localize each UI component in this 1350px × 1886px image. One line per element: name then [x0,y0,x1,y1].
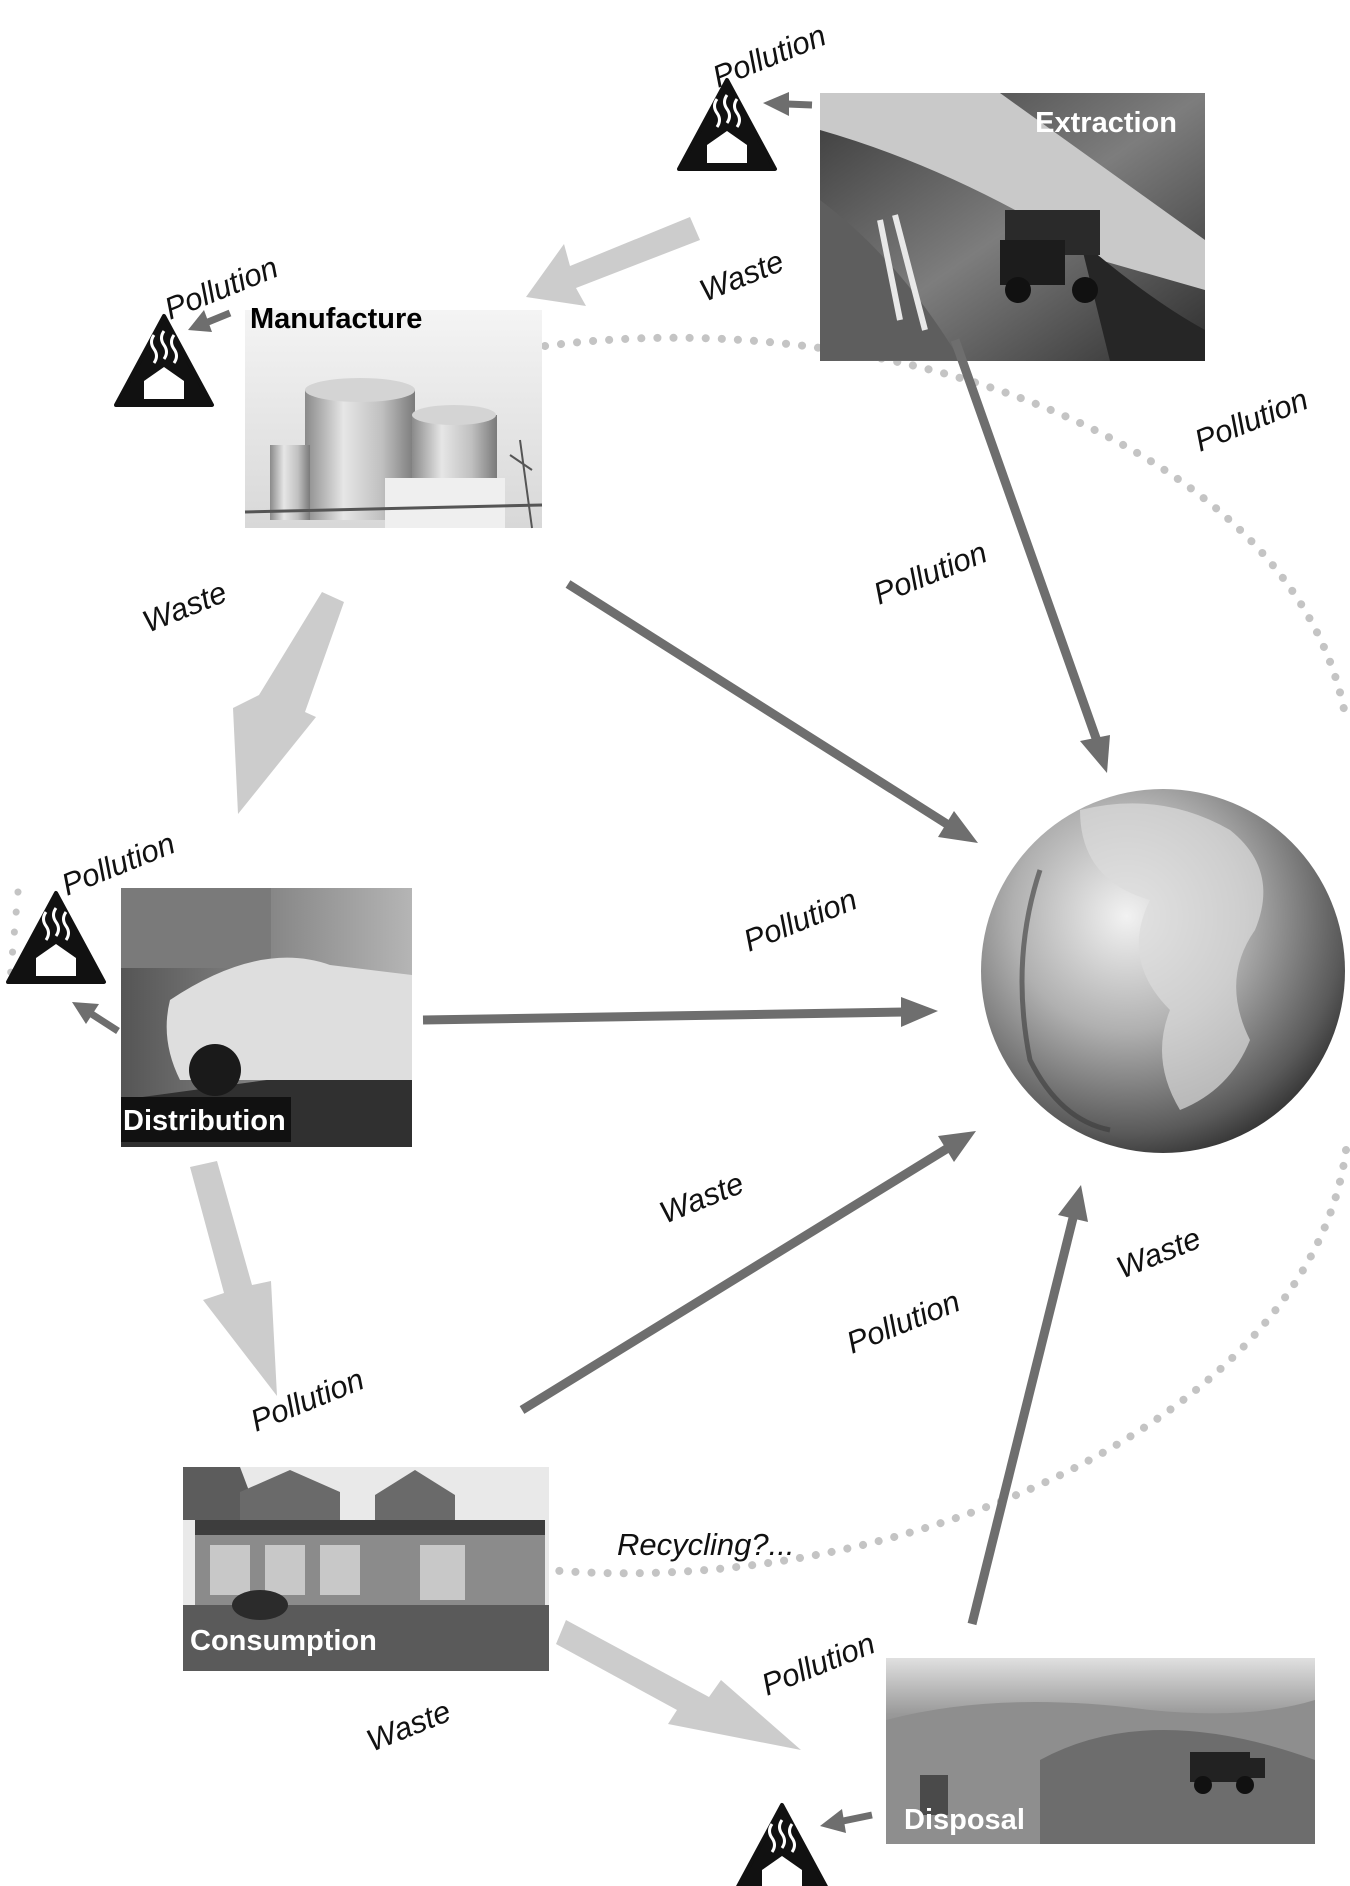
impact-arrow [565,580,978,843]
pollution-label: Pollution [757,1625,880,1702]
dump-truck-icon [1190,1752,1265,1794]
pollution-arrow [188,309,232,332]
waste-label: Waste [1112,1220,1206,1285]
waste-label: Waste [655,1165,749,1230]
distribution-title: Distribution [123,1105,286,1137]
pollution-arrow [72,1002,120,1034]
pollution-label: Pollution [708,17,831,94]
pollution-label: Pollution [1190,381,1313,458]
waste-label: Waste [695,243,789,308]
pollution-label: Pollution [842,1283,965,1360]
extraction-title: Extraction [1035,107,1177,139]
hazard-sign-icon [114,314,214,407]
flow-arrow [556,1620,801,1750]
flow-arrow [526,217,700,306]
consumption-photo: Consumption [183,1467,549,1671]
hazard-sign-icon [677,78,777,171]
hazard-sign-icon [6,891,106,984]
recycling-loop [544,1146,1350,1578]
extraction-photo: Extraction [820,93,1205,361]
manufacture-title: Manufacture [250,303,422,335]
car-icon [166,957,412,1096]
impact-arrow [422,997,938,1027]
earth-globe [981,789,1345,1153]
hazard-sign-icon [736,1803,828,1886]
waste-label: Waste [362,1693,456,1758]
pollution-arrow [820,1809,873,1833]
pollution-label: Pollution [739,881,862,958]
recycling-label: Recycling?... [617,1527,794,1562]
flow-arrow [233,592,344,814]
impact-arrow [967,1185,1088,1626]
dump-truck-icon [1000,210,1100,303]
flow-arrow [190,1161,277,1396]
distribution-photo: Distribution [121,888,412,1147]
pollution-label: Pollution [869,534,992,611]
manufacture-photo: Manufacture [244,303,543,529]
recycling-loop [541,333,1350,724]
waste-label: Waste [138,574,232,639]
impact-arrow [519,1131,976,1414]
pollution-arrow [763,92,813,116]
disposal-photo: Disposal [886,1658,1315,1844]
impact-arrow [950,338,1110,773]
disposal-title: Disposal [904,1804,1025,1836]
consumption-title: Consumption [190,1625,377,1657]
